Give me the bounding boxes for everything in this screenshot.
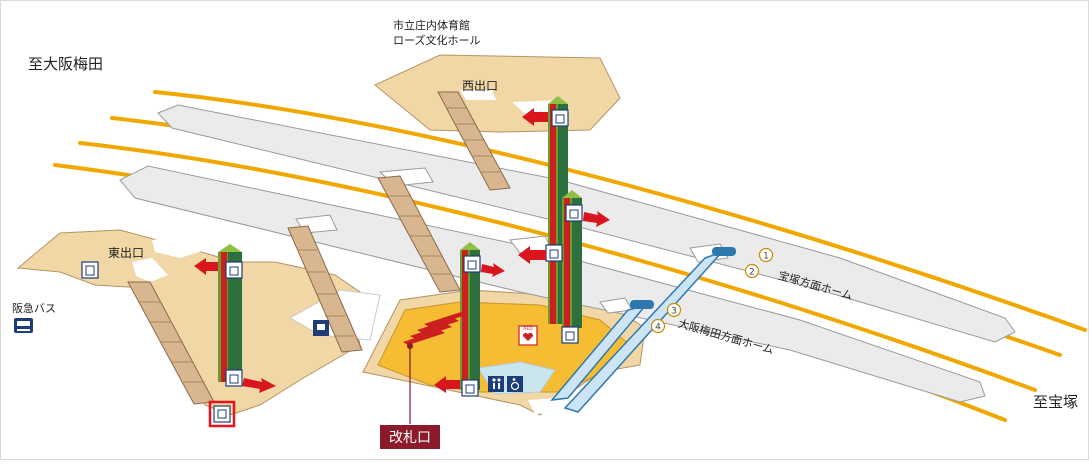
elevator-tower <box>218 244 242 382</box>
direction-arrow <box>434 376 460 393</box>
bus-icon <box>14 318 33 333</box>
staircases <box>127 91 511 405</box>
direction-arrow <box>518 246 546 264</box>
staircase <box>287 225 363 353</box>
track-number: 4 <box>655 323 661 333</box>
locker-icon <box>81 261 99 279</box>
track-badge <box>650 318 666 334</box>
direction-arrow <box>242 378 276 393</box>
escalator-icon <box>630 300 654 309</box>
west-exit-label: 西出口 <box>462 79 499 93</box>
toilet-icon <box>488 376 504 392</box>
aed-icon <box>518 325 538 346</box>
elevator-tower <box>460 242 480 390</box>
elevator-towers <box>218 96 582 390</box>
elevator-icon <box>545 244 563 262</box>
wheelchair-icon <box>507 376 523 392</box>
direction-arrow <box>194 258 218 275</box>
track-number: 2 <box>749 268 755 278</box>
elevator-icon <box>561 326 579 344</box>
east-exit-label: 東出口 <box>108 246 145 260</box>
elevator-icon <box>565 204 583 222</box>
staircase <box>437 91 511 191</box>
direction-label-takarazuka: 至宝塚 <box>1033 393 1079 411</box>
elevator-icon <box>461 379 479 397</box>
ticket-gate-label: 改札口 <box>380 425 440 449</box>
direction-arrow <box>481 263 505 277</box>
elevator-tower <box>562 190 582 328</box>
track-number: 1 <box>763 252 769 262</box>
ticket-gates <box>403 312 466 345</box>
rail <box>153 90 1087 332</box>
track-badge <box>744 263 760 279</box>
direction-arrow <box>522 108 548 126</box>
track-badge <box>666 302 682 318</box>
elevator-icons <box>225 109 583 397</box>
elevator-icon <box>225 261 243 279</box>
direction-arrow <box>583 211 610 227</box>
direction-arrows <box>194 108 610 393</box>
info-icon <box>313 320 329 336</box>
elevator-icon <box>551 109 569 127</box>
elevator-icon <box>225 369 243 387</box>
aed-label: AED <box>523 326 533 332</box>
elevator-icon <box>463 255 481 273</box>
track-badges: 1 2 3 4 <box>650 247 774 334</box>
gym-label-line1: 市立庄内体育館 <box>393 19 470 32</box>
gym-label-line2: ローズ文化ホール <box>393 34 481 47</box>
track-badge <box>758 247 774 263</box>
facility-icons: AED <box>81 261 538 428</box>
escalators <box>550 247 736 413</box>
escalator-icon <box>712 247 736 256</box>
direction-label-osaka-umeda: 至大阪梅田 <box>28 55 104 73</box>
track-number: 3 <box>671 307 677 317</box>
platform-takarazuka <box>157 104 1016 343</box>
hankyu-bus-label: 阪急バス <box>12 302 56 315</box>
bus-stop-icon <box>208 400 236 428</box>
